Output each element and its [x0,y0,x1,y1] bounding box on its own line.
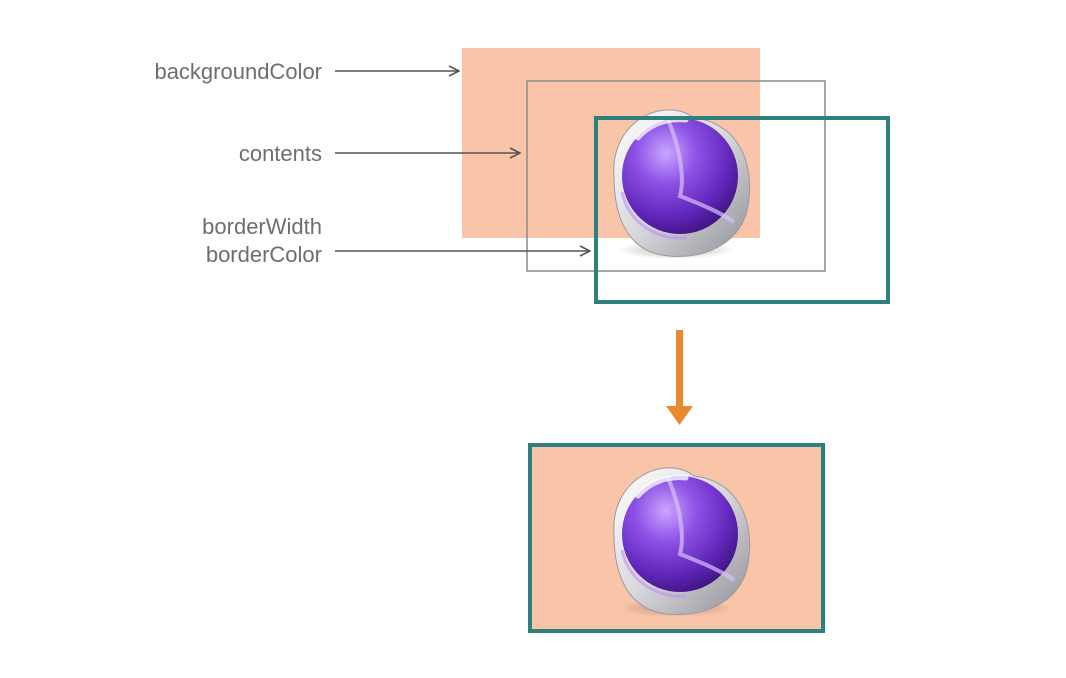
border-layer [594,116,890,304]
label-border-color: borderColor [205,242,322,267]
composited-layer-border [528,443,825,633]
label-background-color: backgroundColor [154,59,322,84]
contents-layer-outline [526,80,826,272]
arrow-down-icon [666,330,693,425]
label-border-width: borderWidth [202,214,322,239]
label-contents: contents [238,141,322,166]
